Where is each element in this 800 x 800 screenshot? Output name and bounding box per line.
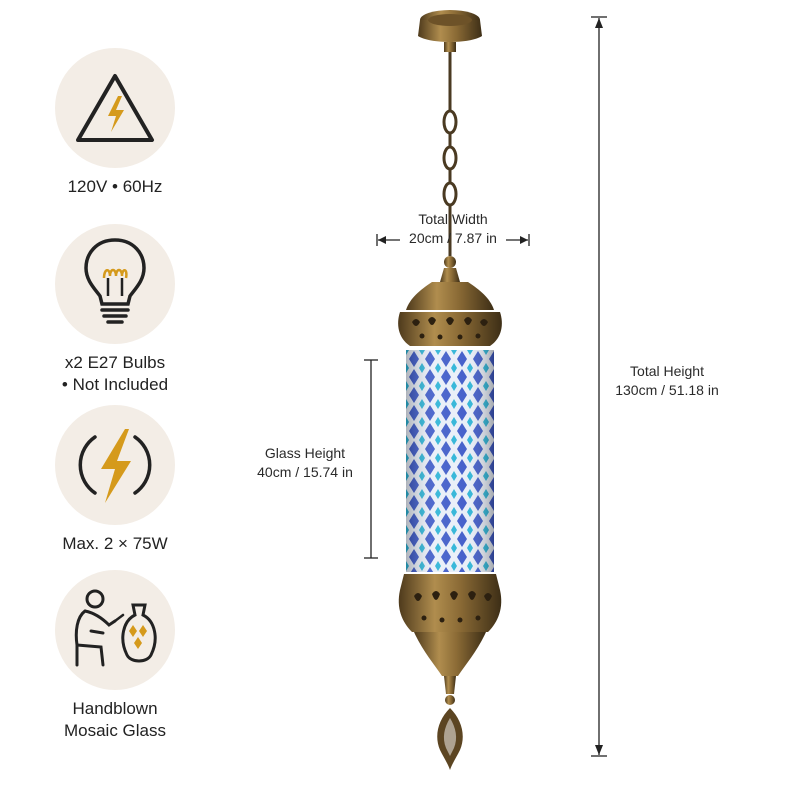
- lamp-top-cap: [398, 256, 502, 346]
- total-width-text: Total Width 20cm / 7.87 in: [378, 210, 528, 248]
- total-width-label: Total Width: [418, 211, 488, 227]
- lamp-bottom-cap: [398, 574, 502, 705]
- wattage-icon-circle: [55, 405, 175, 525]
- bulbs-label-line2: • Not Included: [61, 375, 169, 394]
- lamp-chain: [442, 52, 458, 256]
- light-bulb-icon: [84, 238, 146, 324]
- feature-handblown: Handblown Mosaic Glass: [20, 570, 210, 742]
- lamp-glass-cylinder: [406, 350, 494, 572]
- total-width-value: 20cm / 7.87 in: [409, 230, 497, 246]
- lamp-canopy: [418, 10, 482, 52]
- voltage-label: 120V • 60Hz: [67, 177, 163, 196]
- feature-voltage: 120V • 60Hz: [20, 48, 210, 198]
- feature-bulbs: x2 E27 Bulbs • Not Included: [20, 224, 210, 396]
- bulbs-label-line1: x2 E27 Bulbs: [64, 353, 166, 372]
- handblown-label: Handblown Mosaic Glass: [20, 698, 210, 742]
- total-height-text: Total Height 130cm / 51.18 in: [602, 362, 732, 400]
- bulbs-icon-circle: [55, 224, 175, 344]
- total-height-label: Total Height: [630, 363, 704, 379]
- lightning-bolt-icon: [78, 429, 152, 503]
- handblown-icon-circle: [55, 570, 175, 690]
- artisan-pottery-icon: [74, 589, 157, 667]
- high-voltage-warning-icon: [76, 74, 154, 142]
- glass-height-text: Glass Height 40cm / 15.74 in: [240, 444, 370, 482]
- glass-height-value: 40cm / 15.74 in: [257, 464, 353, 480]
- glass-height-dimension-line: [364, 359, 378, 559]
- bulbs-label: x2 E27 Bulbs • Not Included: [20, 352, 210, 396]
- lamp-pendant-ornament: [437, 708, 463, 770]
- voltage-icon-circle: [55, 48, 175, 168]
- handblown-label-line1: Handblown: [72, 699, 158, 718]
- wattage-label: Max. 2 × 75W: [62, 534, 168, 553]
- total-height-dimension-line: [591, 16, 607, 757]
- handblown-label-line2: Mosaic Glass: [63, 721, 167, 740]
- total-height-value: 130cm / 51.18 in: [615, 382, 719, 398]
- glass-height-label: Glass Height: [264, 445, 346, 461]
- feature-wattage: Max. 2 × 75W: [20, 405, 210, 555]
- total-width-dimension-line: [376, 234, 530, 246]
